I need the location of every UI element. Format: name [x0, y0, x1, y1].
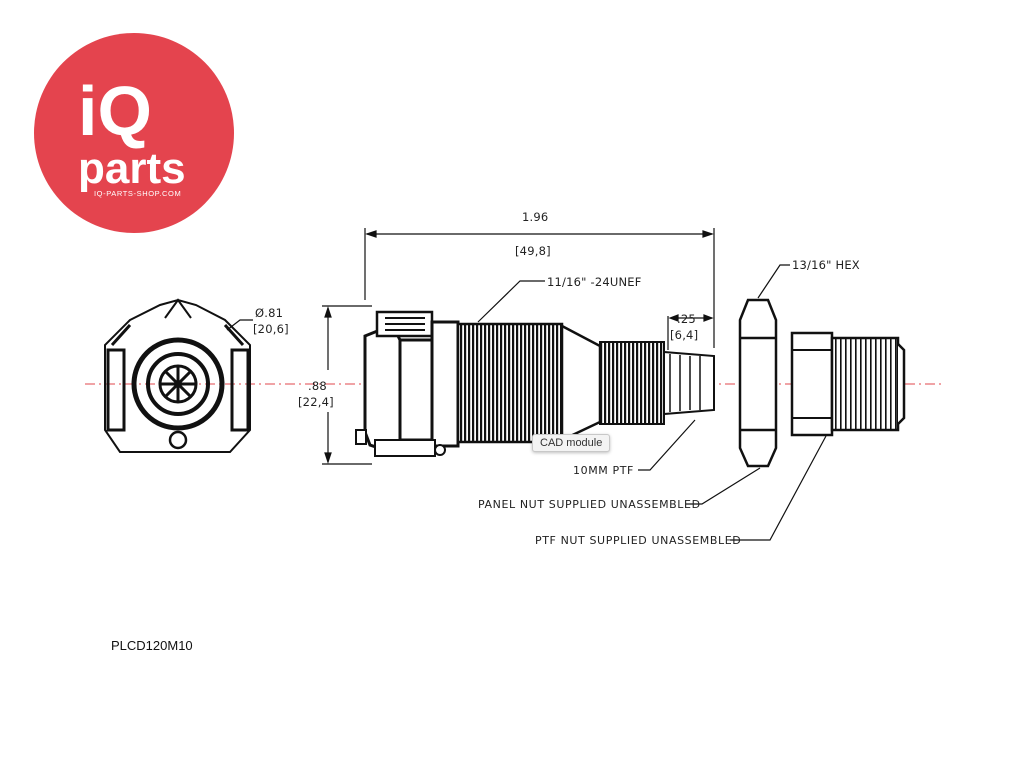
- logo-url-text: IQ-PARTS-SHOP.COM: [94, 189, 181, 198]
- logo-iq-text: iQ: [78, 72, 152, 150]
- diameter-mm-label: [20,6]: [253, 322, 289, 336]
- logo-parts-text: parts: [78, 144, 186, 193]
- cad-module-tooltip[interactable]: CAD module: [532, 434, 611, 452]
- dimension-lines: [226, 228, 827, 541]
- panel-nut-callout: PANEL NUT SUPPLIED UNASSEMBLED: [478, 498, 701, 511]
- tip-length-mm-label: [6,4]: [670, 328, 698, 342]
- diameter-label: Ø.81: [255, 306, 283, 320]
- hex-label: 13/16" HEX: [792, 258, 860, 272]
- ptf-callout: 10MM PTF: [573, 464, 634, 477]
- thread-label: 11/16" -24UNEF: [547, 275, 642, 289]
- logo-circle: [34, 33, 234, 233]
- end-view: [104, 298, 251, 453]
- ptf-nut: [790, 331, 906, 437]
- ptf-nut-callout: PTF NUT SUPPLIED UNASSEMBLED: [535, 534, 741, 547]
- overall-length-mm-label: [49,8]: [515, 244, 551, 258]
- tip-length-label: .25: [677, 312, 696, 326]
- iq-parts-logo: iQ parts IQ-PARTS-SHOP.COM: [34, 33, 234, 233]
- panel-nut: [738, 298, 778, 468]
- height-label: .88: [308, 379, 327, 393]
- overall-length-label: 1.96: [522, 210, 548, 224]
- side-view: [355, 310, 715, 457]
- height-mm-label: [22,4]: [298, 395, 334, 409]
- part-number: PLCD120M10: [111, 638, 193, 653]
